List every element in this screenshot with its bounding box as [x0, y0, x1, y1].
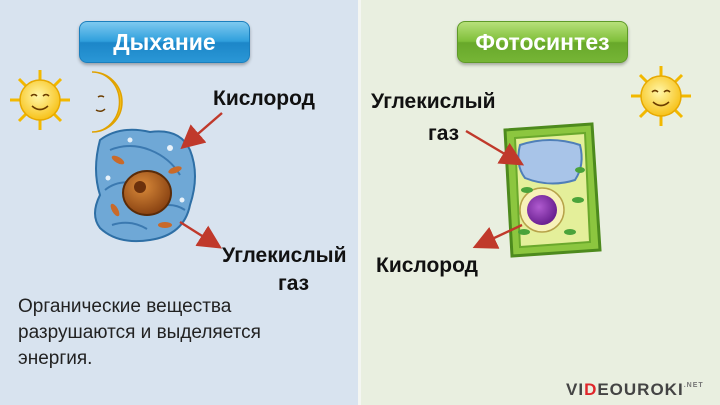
- oxygen-in-arrow: [180, 112, 223, 150]
- logo-highlight: D: [584, 380, 598, 399]
- label-co2-left-line2: газ: [278, 272, 310, 295]
- co2-in-arrow: [465, 129, 525, 166]
- sun-icon: [10, 70, 70, 130]
- label-co2-left-line1: Углекислый: [222, 244, 347, 267]
- respiration-title: Дыхание: [79, 21, 250, 63]
- co2-out-arrow: [179, 220, 223, 249]
- description-text: Органические вещества разрушаются и выде…: [18, 296, 261, 369]
- label-oxygen-left: Кислород: [213, 87, 316, 110]
- label-co2-right-line2: газ: [428, 122, 460, 145]
- label-co2-right-line1: Углекислый: [371, 90, 496, 113]
- label-oxygen-right: Кислород: [376, 254, 479, 277]
- photosynthesis-title: Фотосинтез: [457, 21, 628, 63]
- moon-icon: [91, 71, 123, 133]
- animal-cell: [94, 128, 196, 243]
- logo-suffix: EOUROKI: [597, 380, 684, 399]
- oxygen-out-arrow: [472, 223, 523, 249]
- sun-icon: [631, 66, 691, 126]
- videouroki-logo: VIDEOUROKI.NET: [566, 380, 704, 400]
- panel-divider: [358, 0, 361, 405]
- logo-tld: .NET: [683, 382, 704, 389]
- plant-cell: [503, 122, 602, 258]
- logo-prefix: VI: [566, 380, 585, 399]
